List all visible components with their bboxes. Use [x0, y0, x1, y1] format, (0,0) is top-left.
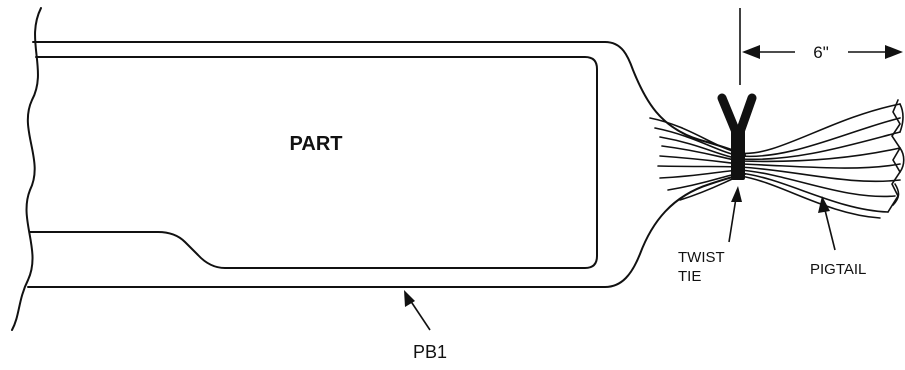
bag-label: PB1 [413, 342, 447, 362]
twist-tie-leader [728, 186, 742, 243]
bag-leader [404, 290, 431, 331]
part-outline [29, 56, 598, 269]
twist-tie-label-line2: TIE [678, 268, 701, 285]
dimension-arrowhead-right [885, 45, 903, 59]
twist-tie-v-top [717, 93, 757, 137]
dimension-label: 6" [813, 43, 829, 62]
pigtail-label: PIGTAIL [810, 261, 866, 278]
dimension-arrowhead-left [742, 45, 760, 59]
part-label: PART [290, 133, 343, 155]
twist-tie-label-line1: TWIST [678, 249, 725, 266]
bag-left-wavy-edge [11, 7, 42, 331]
twist-tie-band [731, 128, 745, 180]
twist-tie [717, 93, 757, 180]
pigtail-leader [818, 196, 836, 251]
bag-bottom-edge [27, 173, 746, 288]
bag-top-edge [32, 41, 746, 156]
pigtail-wires [649, 99, 905, 219]
dimension-6in [739, 8, 903, 85]
